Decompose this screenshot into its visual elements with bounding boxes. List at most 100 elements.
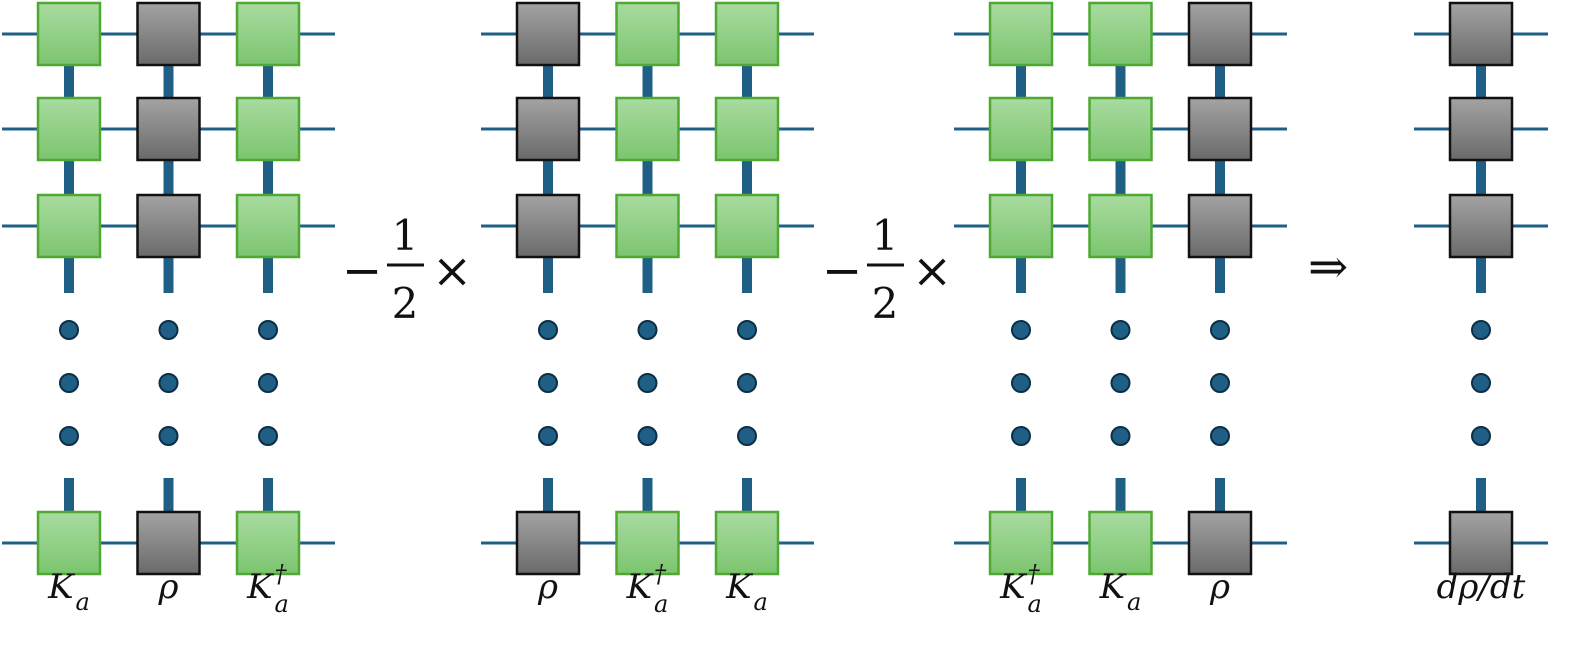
ellipsis-dot-t1-c2-0 <box>737 320 757 340</box>
ellipsis-dot-t2-c1-0 <box>1110 320 1131 340</box>
vertical-bond-t0-c1 <box>163 160 174 195</box>
vertical-stub-bottom-t1-c0 <box>543 478 553 512</box>
vertical-stub-bottom-t2-c2 <box>1215 478 1225 512</box>
vertical-stub-bottom-t3-c0 <box>1476 478 1486 512</box>
density-tensor-node-t2-c2-r0 <box>1187 1 1253 67</box>
coefficient-operator-1: −12× <box>822 211 952 328</box>
vertical-bond-t3-c0 <box>1476 160 1486 195</box>
vertical-bond-t1-c1 <box>642 160 653 195</box>
ellipsis-dot-t1-c0-2 <box>538 426 558 446</box>
vertical-stub-t1-c0 <box>543 257 553 293</box>
vertical-stub-t2-c1 <box>1115 257 1126 293</box>
vertical-stub-t1-c2 <box>742 257 752 293</box>
vertical-stub-bottom-t2-c0 <box>1016 478 1026 512</box>
ellipsis-dot-t2-c2-2 <box>1210 426 1230 446</box>
column-label-t2-c1: Ka <box>1099 567 1142 616</box>
ellipsis-dot-t2-c2-1 <box>1210 373 1230 393</box>
label-superscript: † <box>275 560 288 588</box>
ellipsis-dot-t3-c0-1 <box>1471 373 1491 393</box>
kraus-tensor-node-t0-c0-r1 <box>36 96 102 162</box>
kraus-tensor-node-t0-c2-r2 <box>235 193 301 259</box>
vertical-stub-t2-c2 <box>1215 257 1225 293</box>
label-base: ρ <box>1209 567 1230 607</box>
column-label-t1-c2: Ka <box>725 567 768 616</box>
density-tensor-node-t0-c1-r2 <box>136 193 201 259</box>
kraus-tensor-node-t2-c0-r1 <box>988 96 1054 162</box>
kraus-tensor-node-t1-c2-r3 <box>714 510 780 576</box>
label-base: ρ <box>158 567 179 607</box>
vertical-bond-t2-c2 <box>1215 160 1225 195</box>
vertical-bond-t2-c1 <box>1115 160 1126 195</box>
ellipsis-dot-t3-c0-2 <box>1471 426 1491 446</box>
vertical-stub-t0-c0 <box>64 257 74 293</box>
label-base: K <box>246 567 275 607</box>
vertical-bond-t0-c2 <box>263 65 273 98</box>
density-tensor-node-t0-c1-r1 <box>136 96 201 162</box>
vertical-bond-t0-c0 <box>64 160 74 195</box>
vertical-bond-t0-c2 <box>263 160 273 195</box>
ellipsis-dot-t0-c0-1 <box>59 373 79 393</box>
kraus-tensor-node-t0-c0-r3 <box>36 510 102 576</box>
times-sign: × <box>432 243 472 299</box>
ellipsis-dot-t1-c2-2 <box>737 426 757 446</box>
density-tensor-node-t3-c0-r0 <box>1448 1 1514 67</box>
fraction-denominator: 2 <box>872 279 899 328</box>
label-base: K <box>725 567 754 607</box>
vertical-bond-t0-c0 <box>64 65 74 98</box>
density-tensor-node-t1-c0-r3 <box>515 510 581 576</box>
density-tensor-node-t2-c2-r1 <box>1187 96 1253 162</box>
column-label-t0-c2: K†a <box>246 560 289 618</box>
ellipsis-dot-t0-c1-2 <box>158 426 179 446</box>
ellipsis-dot-t2-c2-0 <box>1210 320 1230 340</box>
density-tensor-node-t3-c0-r2 <box>1448 193 1514 259</box>
kraus-tensor-node-t0-c2-r3 <box>235 510 301 576</box>
column-label-t1-c1: K†a <box>626 560 669 618</box>
kraus-tensor-node-t2-c0-r3 <box>988 510 1054 576</box>
kraus-tensor-node-t1-c1-r1 <box>615 96 680 162</box>
ellipsis-dot-t0-c0-2 <box>59 426 79 446</box>
kraus-tensor-node-t1-c1-r3 <box>615 510 680 576</box>
label-subscript: a <box>754 588 768 616</box>
ellipsis-dot-t1-c1-0 <box>637 320 658 340</box>
ellipsis-dot-t2-c0-0 <box>1011 320 1031 340</box>
vertical-stub-t0-c2 <box>263 257 273 293</box>
label-base: ρ <box>537 567 558 607</box>
kraus-tensor-node-t1-c2-r2 <box>714 193 780 259</box>
vertical-stub-bottom-t1-c1 <box>642 478 653 512</box>
label-subscript: a <box>654 590 668 618</box>
density-tensor-node-t3-c0-r3 <box>1448 510 1514 576</box>
vertical-stub-t0-c1 <box>163 257 174 293</box>
ellipsis-dot-t0-c0-0 <box>59 320 79 340</box>
kraus-tensor-node-t1-c1-r0 <box>615 1 680 67</box>
density-tensor-node-t2-c2-r2 <box>1187 193 1253 259</box>
density-tensor-node-t3-c0-r1 <box>1448 96 1514 162</box>
vertical-bond-t2-c2 <box>1215 65 1225 98</box>
label-base: dρ/dt <box>1437 567 1526 607</box>
ellipsis-dot-t1-c1-1 <box>637 373 658 393</box>
label-base: K <box>999 567 1028 607</box>
ellipsis-dot-t1-c2-1 <box>737 373 757 393</box>
kraus-tensor-node-t2-c1-r0 <box>1088 1 1153 67</box>
vertical-stub-t2-c0 <box>1016 257 1026 293</box>
label-base: K <box>626 567 655 607</box>
ellipsis-dot-t0-c1-1 <box>158 373 179 393</box>
implies-arrow: ⇒ <box>1308 239 1348 295</box>
vertical-stub-bottom-t0-c2 <box>263 478 273 512</box>
vertical-stub-t3-c0 <box>1476 257 1486 293</box>
ellipsis-dot-t2-c0-1 <box>1011 373 1031 393</box>
ellipsis-dot-t0-c1-0 <box>158 320 179 340</box>
vertical-stub-bottom-t1-c2 <box>742 478 752 512</box>
label-subscript: a <box>275 590 289 618</box>
ellipsis-dot-t0-c2-1 <box>258 373 278 393</box>
column-label-t3-c0: dρ/dt <box>1437 567 1526 607</box>
vertical-bond-t2-c0 <box>1016 65 1026 98</box>
label-subscript: a <box>76 588 90 616</box>
ellipsis-dot-t3-c0-0 <box>1471 320 1491 340</box>
kraus-tensor-node-t2-c1-r3 <box>1088 510 1153 576</box>
kraus-tensor-node-t1-c2-r1 <box>714 96 780 162</box>
minus-sign: − <box>342 243 382 299</box>
vertical-bond-t3-c0 <box>1476 65 1486 98</box>
column-label-t0-c1: ρ <box>158 567 179 607</box>
times-sign: × <box>912 243 952 299</box>
